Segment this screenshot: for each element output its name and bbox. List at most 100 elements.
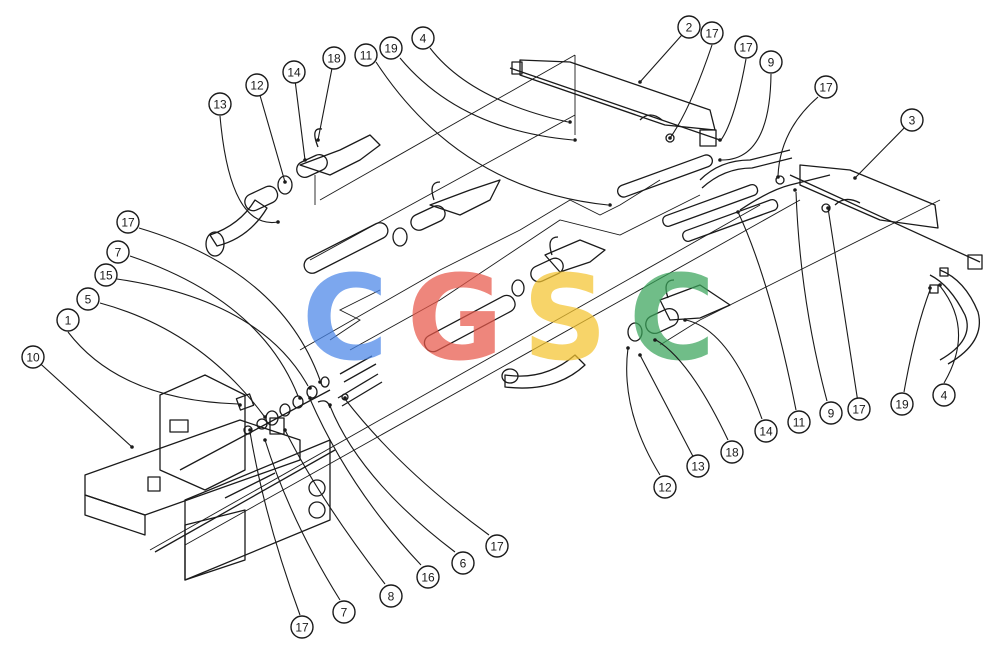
callout-9: 9 (759, 50, 783, 74)
leader-line (655, 339, 729, 441)
callout-number: 13 (213, 98, 227, 112)
leader-line (344, 398, 490, 536)
callout-3: 3 (900, 108, 924, 132)
callout-7: 7 (106, 240, 130, 264)
leader-end-dot (568, 120, 572, 124)
callout-4: 4 (411, 26, 435, 50)
callout-17: 17 (700, 21, 724, 45)
callout-4: 4 (932, 383, 956, 407)
callout-number: 11 (793, 416, 806, 430)
callout-14: 14 (754, 419, 778, 443)
callout-circle (332, 600, 356, 624)
leader-end-dot (826, 206, 830, 210)
leader-line (329, 405, 456, 553)
leader-end-dot (263, 438, 267, 442)
callout-10: 10 (21, 345, 45, 369)
callout-12: 12 (653, 475, 677, 499)
leader-line (32, 356, 133, 448)
callout-circle (379, 584, 403, 608)
callout-8: 8 (379, 584, 403, 608)
callout-number: 3 (909, 114, 916, 128)
leader-end-dot (638, 80, 642, 84)
watermark-letter: C (302, 249, 389, 387)
callout-5: 5 (76, 287, 100, 311)
leader-line (399, 57, 574, 141)
callout-number: 15 (99, 269, 113, 283)
callout-circle (734, 35, 758, 59)
leader-line (685, 319, 763, 420)
leader-line (854, 119, 913, 179)
callout-circle (106, 240, 130, 264)
callout-number: 10 (26, 351, 40, 365)
leader-line (129, 255, 299, 397)
leader-end-dot (638, 353, 642, 357)
callout-circle (245, 73, 269, 97)
leader-line (639, 354, 699, 467)
callout-number: 4 (941, 389, 948, 403)
leader-end-dot (316, 138, 320, 142)
leader-end-dot (238, 403, 242, 407)
leader-end-dot (303, 158, 307, 162)
leader-end-dot (283, 180, 287, 184)
callout-number: 6 (460, 557, 467, 571)
callout-number: 17 (739, 41, 753, 55)
callout-11: 11 (354, 43, 378, 67)
leader-line (827, 207, 860, 410)
leader-line (309, 398, 422, 566)
callout-number: 17 (705, 27, 719, 41)
callout-18: 18 (720, 440, 744, 464)
leader-line (721, 73, 772, 161)
leader-line (293, 71, 306, 161)
leader-line (249, 431, 301, 616)
leader-lines (32, 26, 960, 616)
leader-line (264, 439, 341, 601)
leader-line (939, 285, 960, 384)
leader-end-dot (343, 396, 347, 400)
callout-14: 14 (282, 60, 306, 84)
leader-line (284, 429, 386, 585)
leader-line (737, 211, 797, 411)
callout-number: 13 (691, 460, 705, 474)
leader-end-dot (626, 346, 630, 350)
base-bracket (84, 374, 336, 581)
callout-number: 17 (819, 81, 833, 95)
leader-line (777, 96, 819, 177)
callout-circle (290, 615, 314, 639)
callout-circle (686, 454, 710, 478)
callout-number: 14 (287, 66, 301, 80)
leader-line (99, 302, 265, 417)
leader-end-dot (793, 188, 797, 192)
leader-line (256, 84, 286, 183)
hoses (617, 149, 980, 365)
callout-12: 12 (245, 73, 269, 97)
callout-circle (411, 26, 435, 50)
callout-number: 17 (490, 540, 504, 554)
callout-number: 18 (725, 446, 739, 460)
callout-1: 1 (56, 308, 80, 332)
leader-line (375, 61, 609, 206)
leader-end-dot (308, 396, 312, 400)
callout-number: 12 (658, 481, 672, 495)
callout-number: 14 (759, 425, 773, 439)
callout-number: 9 (768, 56, 775, 70)
callout-circle (379, 36, 403, 60)
leader-end-dot (608, 203, 612, 207)
callout-17: 17 (734, 35, 758, 59)
callout-number: 11 (360, 49, 373, 63)
callout-number: 5 (85, 293, 92, 307)
callout-16: 16 (416, 565, 440, 589)
callout-circle (451, 551, 475, 575)
leader-end-dot (938, 283, 942, 287)
leader-end-dot (573, 138, 577, 142)
watermark-letter: G (407, 249, 504, 387)
callout-circle (21, 345, 45, 369)
callout-number: 4 (420, 32, 427, 46)
callout-circle (759, 50, 783, 74)
callout-circle (720, 440, 744, 464)
callout-number: 17 (295, 621, 309, 635)
callout-number: 17 (121, 216, 135, 230)
leader-end-dot (318, 380, 322, 384)
watermark: C G S C (302, 249, 716, 387)
callout-number: 12 (250, 79, 264, 93)
